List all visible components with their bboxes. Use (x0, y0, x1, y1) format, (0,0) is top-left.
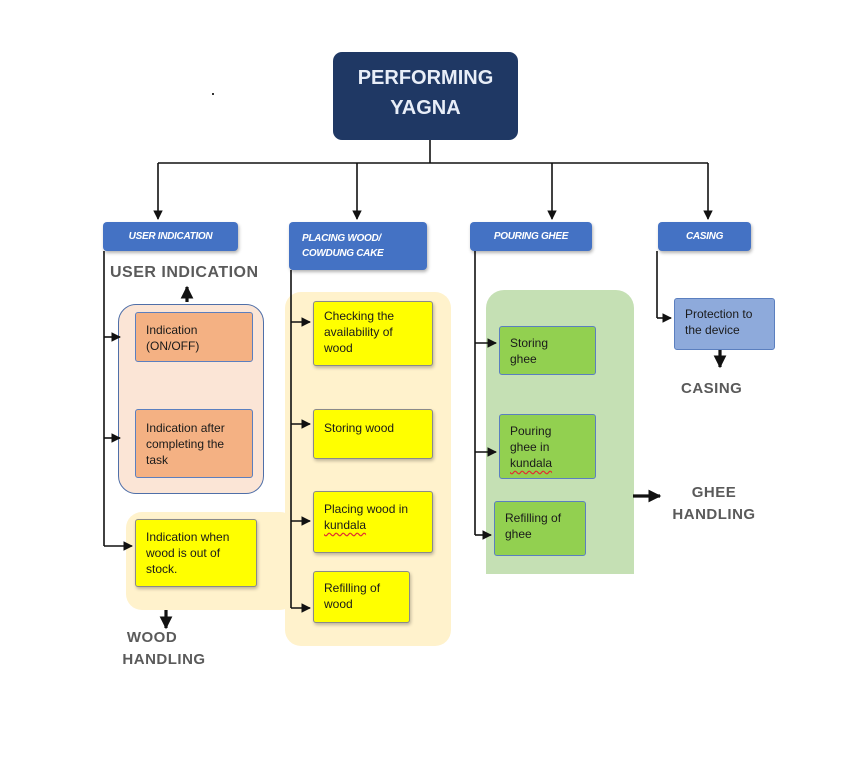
node-text-line: Refilling of (324, 581, 381, 595)
node-text-line: ghee (505, 527, 532, 541)
label-wood-handling-line-1: WOOD (126, 629, 178, 646)
node-text-line: wood (324, 597, 353, 611)
node-text-line: Pouring (510, 424, 552, 438)
node-text-line: wood is out of (146, 546, 221, 560)
node-text-line: availability of (324, 325, 393, 339)
root-line-2: YAGNA (390, 97, 461, 119)
label-wood-handling-line-2: HANDLING (122, 651, 206, 668)
label-wood-handling: WOOD HANDLING (114, 627, 214, 671)
node-text-line: completing the (146, 437, 225, 451)
node-storing-wood: Storing wood (313, 409, 433, 459)
node-text-line: Checking the (324, 309, 395, 323)
node-text-line: Storing wood (324, 421, 395, 435)
category-user-indication-label: USER INDICATION (128, 231, 213, 242)
category-pouring-ghee-label: POURING GHEE (493, 231, 569, 242)
category-pouring-ghee: POURING GHEE (470, 222, 592, 251)
category-casing: CASING (658, 222, 751, 251)
label-ghee-handling: GHEE HANDLING (664, 482, 764, 526)
node-indication-wood-out-of-stock: Indication when wood is out of stock. (135, 519, 257, 587)
node-refilling-ghee: Refilling of ghee (494, 501, 586, 556)
node-text-line: Protection to (685, 307, 753, 321)
node-text-line: Indication after (146, 421, 225, 435)
category-placing-wood-line-2: COWDUNG CAKE (302, 248, 384, 259)
node-text-line: wood (324, 341, 353, 355)
node-text-line: task (146, 453, 169, 467)
stray-dot (212, 93, 214, 95)
node-checking-wood-availability: Checking the availability of wood (313, 301, 433, 366)
node-text-line: kundala (324, 518, 367, 532)
node-text-line: ghee in (510, 440, 550, 454)
node-text-line: the device (685, 323, 740, 337)
node-placing-wood-in-kundala: Placing wood in kundala (313, 491, 433, 553)
node-indication-on-off: Indication (ON/OFF) (135, 312, 253, 362)
category-user-indication: USER INDICATION (103, 222, 238, 251)
node-text-line: ghee (510, 352, 537, 366)
node-text-line: Indication (146, 323, 198, 337)
category-placing-wood-line-1: PLACING WOOD/ (302, 233, 381, 244)
root-performing-yagna: PERFORMING YAGNA (333, 52, 518, 140)
label-ghee-handling-line-2: HANDLING (672, 506, 756, 523)
category-placing-wood: PLACING WOOD/ COWDUNG CAKE (289, 222, 427, 270)
label-ghee-handling-line-1: GHEE (691, 484, 737, 501)
node-refilling-wood: Refilling of wood (313, 571, 410, 623)
node-text-line: Refilling of (505, 511, 562, 525)
node-storing-ghee: Storing ghee (499, 326, 596, 375)
node-protection-to-device: Protection to the device (674, 298, 775, 350)
node-text-line: stock. (146, 562, 178, 576)
category-casing-label: CASING (685, 231, 724, 242)
node-text-line: Placing wood in (324, 502, 409, 516)
node-pouring-ghee-in-kundala: Pouring ghee in kundala (499, 414, 596, 479)
label-user-indication: USER INDICATION (110, 264, 259, 281)
node-text-line: kundala (510, 456, 553, 470)
node-indication-after-task: Indication after completing the task (135, 409, 253, 478)
label-casing: CASING (681, 380, 743, 397)
root-line-1: PERFORMING (357, 67, 494, 89)
node-text-line: (ON/OFF) (146, 339, 200, 353)
node-text-line: Storing (510, 336, 549, 350)
node-text-line: Indication when (146, 530, 230, 544)
